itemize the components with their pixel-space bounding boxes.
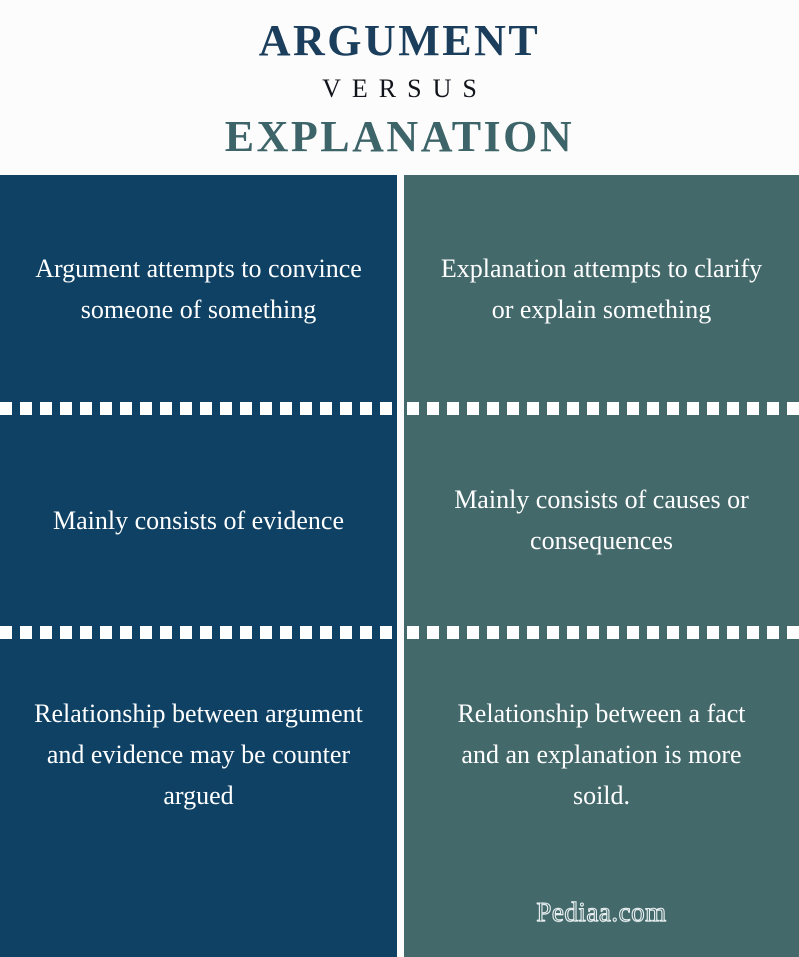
argument-cell-2-text: Mainly consists of evidence — [53, 505, 344, 535]
explanation-cell-1-text: Explanation attempts to clarify or expla… — [440, 253, 763, 324]
page-title: ARGUMENT — [258, 16, 541, 65]
watermark-pediaa: Pediaa.com — [536, 896, 667, 927]
page-subtitle: EXPLANATION — [224, 112, 575, 161]
comparison-columns: Argument attempts to convince someone of… — [0, 175, 799, 957]
explanation-divider-2 — [404, 626, 799, 639]
header: ARGUMENT VERSUS EXPLANATION — [0, 0, 799, 175]
argument-divider-1 — [0, 402, 397, 415]
explanation-cell-2-text: Mainly consists of causes or consequence… — [454, 485, 749, 555]
explanation-cell-2: Mainly consists of causes or consequence… — [404, 414, 799, 626]
argument-cell-3: Relationship between argument and eviden… — [0, 639, 397, 869]
column-explanation: Explanation attempts to clarify or expla… — [404, 175, 799, 957]
column-argument: Argument attempts to convince someone of… — [0, 175, 397, 957]
explanation-cell-3-text: Relationship between a fact and an expla… — [457, 698, 746, 810]
explanation-cell-3: Relationship between a fact and an expla… — [404, 639, 799, 869]
explanation-cell-1: Explanation attempts to clarify or expla… — [404, 175, 799, 402]
argument-cell-3-text: Relationship between argument and eviden… — [34, 698, 363, 810]
argument-divider-2 — [0, 626, 397, 639]
argument-cell-1: Argument attempts to convince someone of… — [0, 175, 397, 402]
explanation-divider-1 — [404, 402, 799, 415]
title-versus-label: VERSUS — [322, 74, 488, 103]
argument-cell-1-text: Argument attempts to convince someone of… — [35, 253, 362, 324]
argument-cell-2: Mainly consists of evidence — [0, 414, 397, 626]
